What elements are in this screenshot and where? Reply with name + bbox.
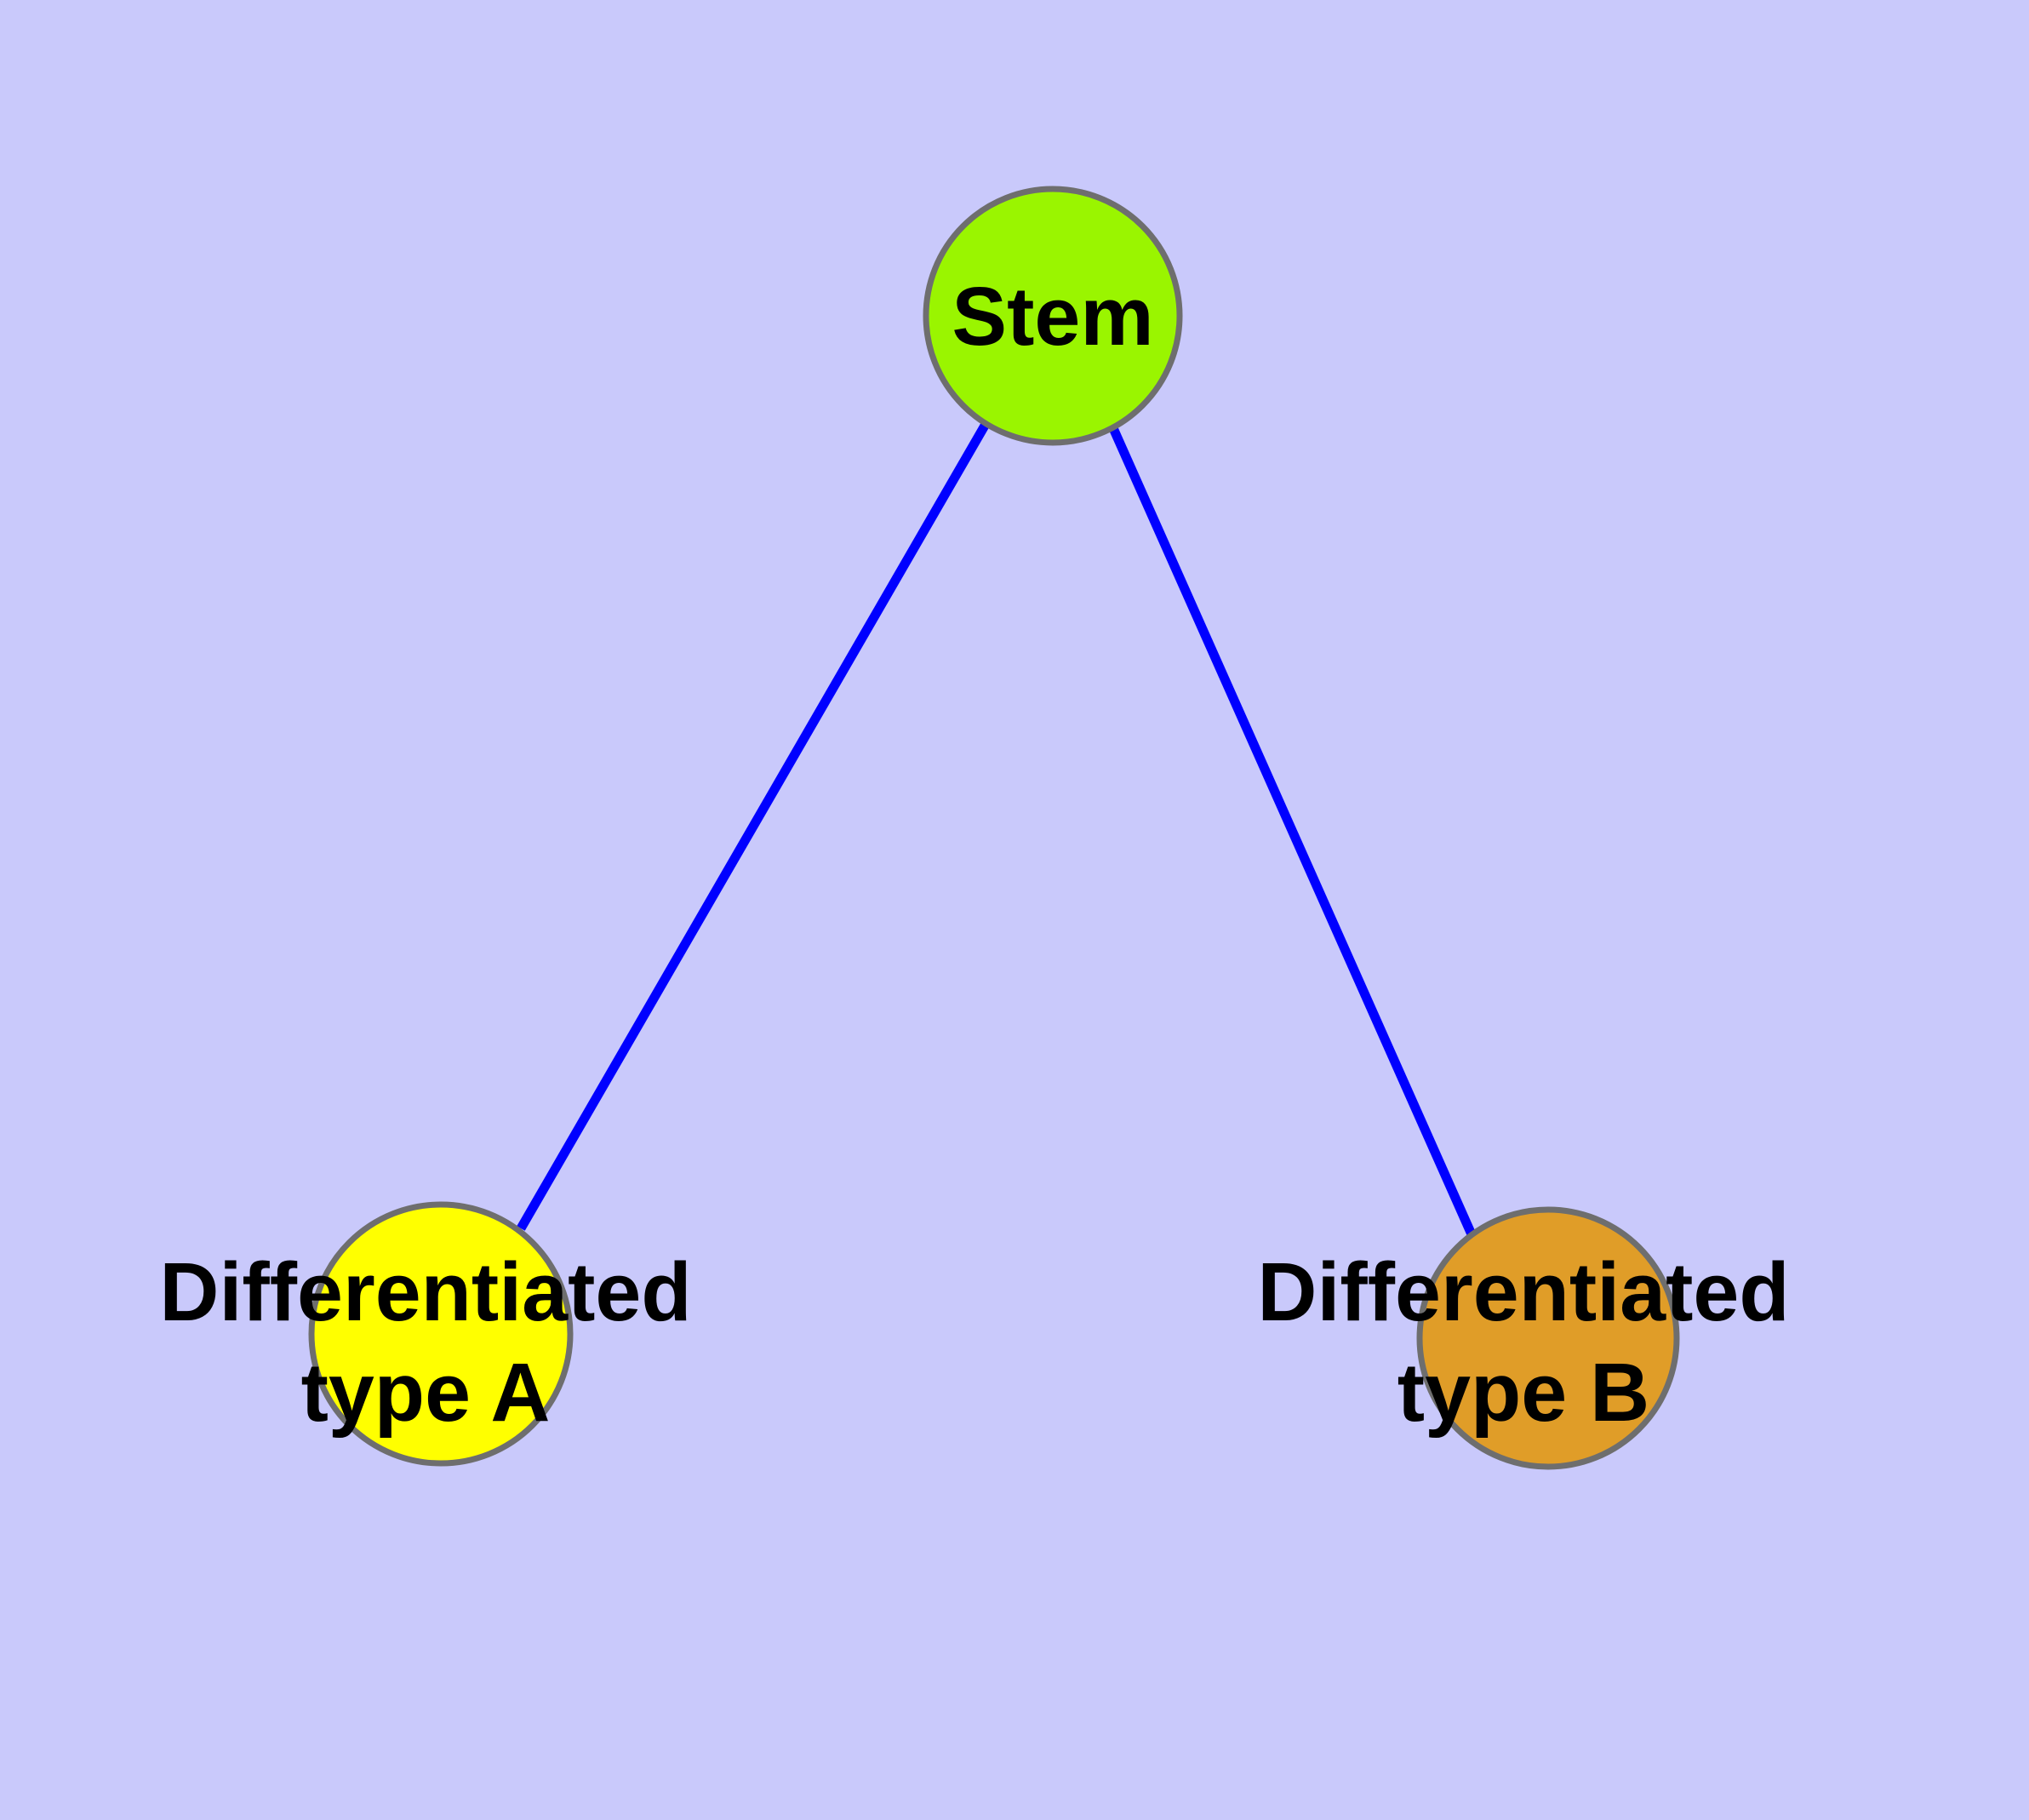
differentiated-type-b-node-circle[interactable] [1416,1206,1680,1470]
nodes-group [308,186,1680,1470]
node-label-line: type B [1397,1346,1649,1439]
differentiated-type-a-node-circle[interactable] [308,1201,574,1467]
node-label-line: Differentiated [1257,1245,1789,1338]
edge-stem-to-differentiated-type-b[interactable] [1108,426,1477,1237]
node-label-line: Differentiated [159,1245,691,1338]
node-label-line: Stem [952,270,1153,363]
stem-node-circle[interactable] [923,186,1183,446]
edge-stem-to-differentiated-type-a[interactable] [517,423,989,1231]
node-label-line: type A [301,1346,551,1439]
stem-node-label: Stem [952,270,1153,363]
edges-group [517,423,1477,1237]
